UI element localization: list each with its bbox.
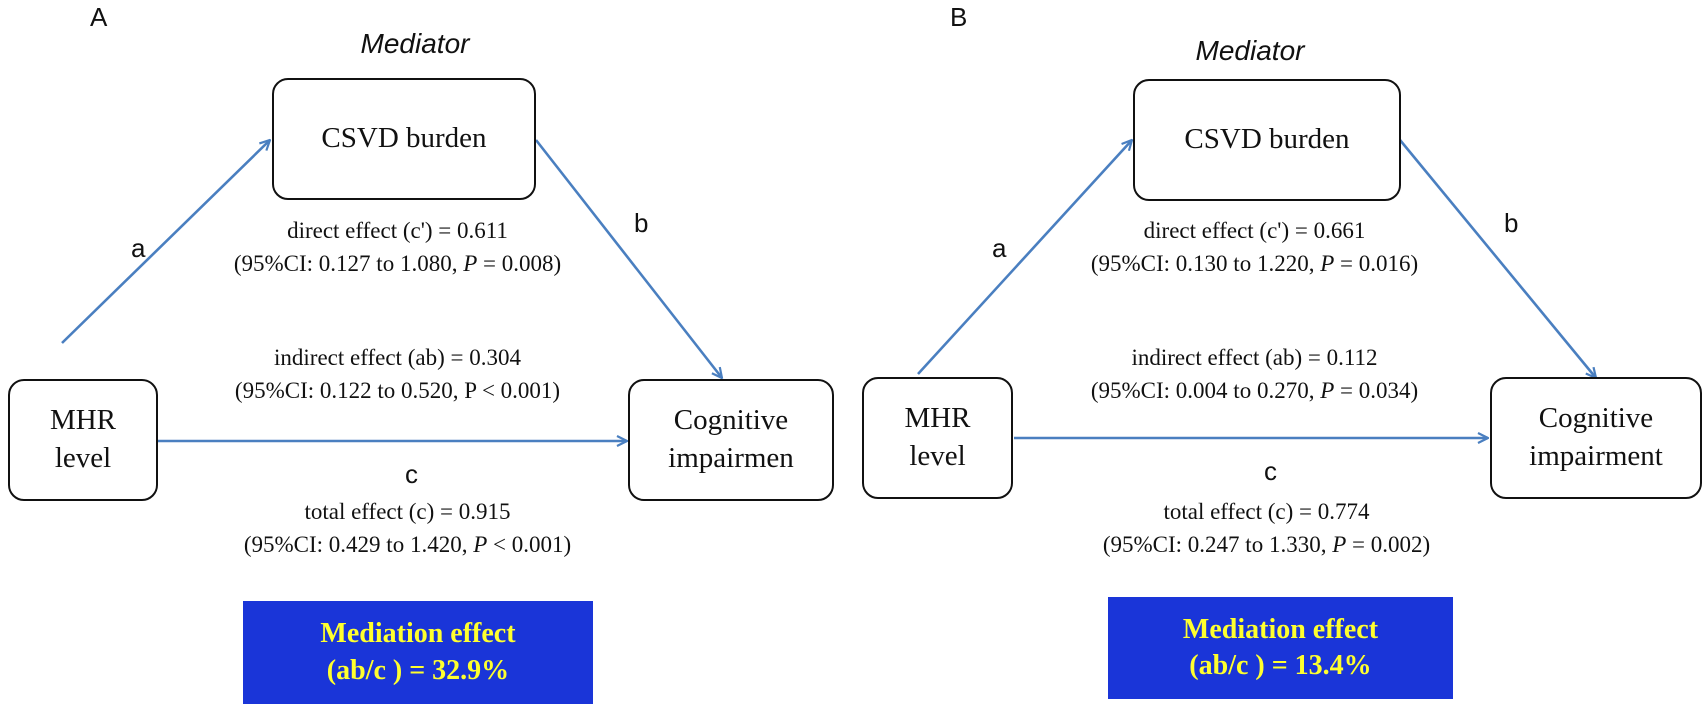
indirect-effect: indirect effect (ab) = 0.304 (95%CI: 0.1…	[195, 341, 600, 408]
direct-effect-p-value: = 0.016)	[1334, 251, 1419, 277]
mediator-title: Mediator	[360, 28, 470, 59]
exposure-label-line1: MHR	[904, 402, 971, 435]
path-a-label: a	[992, 233, 1007, 263]
direct-effect-value: direct effect (c') = 0.661	[1143, 218, 1366, 243]
mediator-label: CSVD burden	[321, 122, 487, 155]
mediator-node: CSVD burden	[272, 78, 536, 200]
direct-effect-p-symbol: P	[463, 251, 478, 277]
panel-b: B Mediator CSVD burden MHR level Cogniti…	[854, 0, 1708, 709]
panel-label: A	[90, 2, 108, 32]
indirect-effect-value: indirect effect (ab) = 0.112	[1131, 345, 1378, 370]
direct-effect-p-symbol: P	[1320, 251, 1335, 277]
outcome-label-line1: Cognitive	[673, 404, 789, 437]
mediation-effect-title: Mediation effect	[320, 618, 516, 650]
outcome-label-line2: impairment	[1529, 440, 1663, 472]
panel-a: A Mediator CSVD burden MHR level Cogniti…	[8, 0, 854, 709]
mediator-title: Mediator	[1195, 35, 1305, 66]
direct-effect-ci: (95%CI: 0.130 to 1.220,	[1090, 251, 1321, 277]
indirect-effect-p-symbol: P	[1320, 378, 1335, 404]
indirect-effect-ci: (95%CI: 0.004 to 0.270,	[1090, 378, 1321, 404]
path-b-label: b	[1504, 208, 1519, 238]
path-c-label: c	[1264, 456, 1277, 486]
arrow-a	[917, 140, 1132, 375]
panel-a-arrows	[61, 0, 854, 709]
panel-label: B	[950, 2, 968, 32]
mediation-effect-value: (ab/c ) = 13.4%	[1189, 650, 1372, 681]
total-effect-ci: (95%CI: 0.247 to 1.330,	[1102, 532, 1333, 558]
exposure-label-line2: level	[54, 442, 112, 474]
arrow-a	[61, 140, 270, 344]
mediation-effect-box: Mediation effect (ab/c ) = 32.9%	[243, 601, 593, 704]
exposure-node: MHR level	[862, 377, 1013, 499]
direct-effect-p-value: = 0.008)	[477, 251, 562, 277]
total-effect-value: total effect (c) = 0.915	[304, 499, 511, 524]
total-effect-p-value: = 0.002)	[1346, 532, 1431, 558]
path-b-label: b	[634, 208, 649, 238]
total-effect-p-symbol: P	[1332, 532, 1347, 558]
total-effect-value: total effect (c) = 0.774	[1163, 499, 1370, 524]
mediator-label: CSVD burden	[1184, 123, 1350, 156]
panel-b-arrows	[917, 0, 1708, 709]
total-effect-p-value: < 0.001)	[487, 532, 572, 558]
direct-effect-ci: (95%CI: 0.127 to 1.080,	[233, 251, 464, 277]
total-effect: total effect (c) = 0.915 (95%CI: 0.429 t…	[205, 495, 610, 562]
direct-effect: direct effect (c') = 0.661 (95%CI: 0.130…	[1052, 214, 1457, 281]
indirect-effect-p-value: = 0.034)	[1334, 378, 1419, 404]
mediation-effect-box: Mediation effect (ab/c ) = 13.4%	[1108, 597, 1453, 699]
arrow-b	[534, 139, 722, 378]
mediation-effect-title: Mediation effect	[1182, 613, 1379, 645]
outcome-node: Cognitive impairmen	[628, 379, 834, 501]
total-effect-ci: (95%CI: 0.429 to 1.420,	[243, 532, 474, 558]
mediation-effect-value: (ab/c ) = 32.9%	[326, 654, 510, 686]
arrow-b	[1398, 139, 1596, 378]
path-c-label: c	[405, 459, 418, 489]
indirect-effect-ci: (95%CI: 0.122 to 0.520, P < 0.001)	[234, 378, 561, 404]
direct-effect-value: direct effect (c') = 0.611	[287, 218, 508, 243]
exposure-label-line1: MHR	[49, 404, 117, 437]
direct-effect: direct effect (c') = 0.611 (95%CI: 0.127…	[195, 214, 600, 281]
outcome-label-line2: impairmen	[668, 442, 794, 474]
path-a-label: a	[131, 233, 146, 263]
indirect-effect: indirect effect (ab) = 0.112 (95%CI: 0.0…	[1052, 341, 1457, 408]
mediator-node: CSVD burden	[1133, 79, 1401, 201]
indirect-effect-value: indirect effect (ab) = 0.304	[274, 345, 521, 370]
total-effect-p-symbol: P	[473, 532, 488, 558]
outcome-label-line1: Cognitive	[1538, 402, 1654, 435]
exposure-node: MHR level	[8, 379, 158, 501]
total-effect: total effect (c) = 0.774 (95%CI: 0.247 t…	[1064, 495, 1469, 562]
exposure-label-line2: level	[909, 440, 966, 472]
outcome-node: Cognitive impairment	[1490, 377, 1702, 499]
